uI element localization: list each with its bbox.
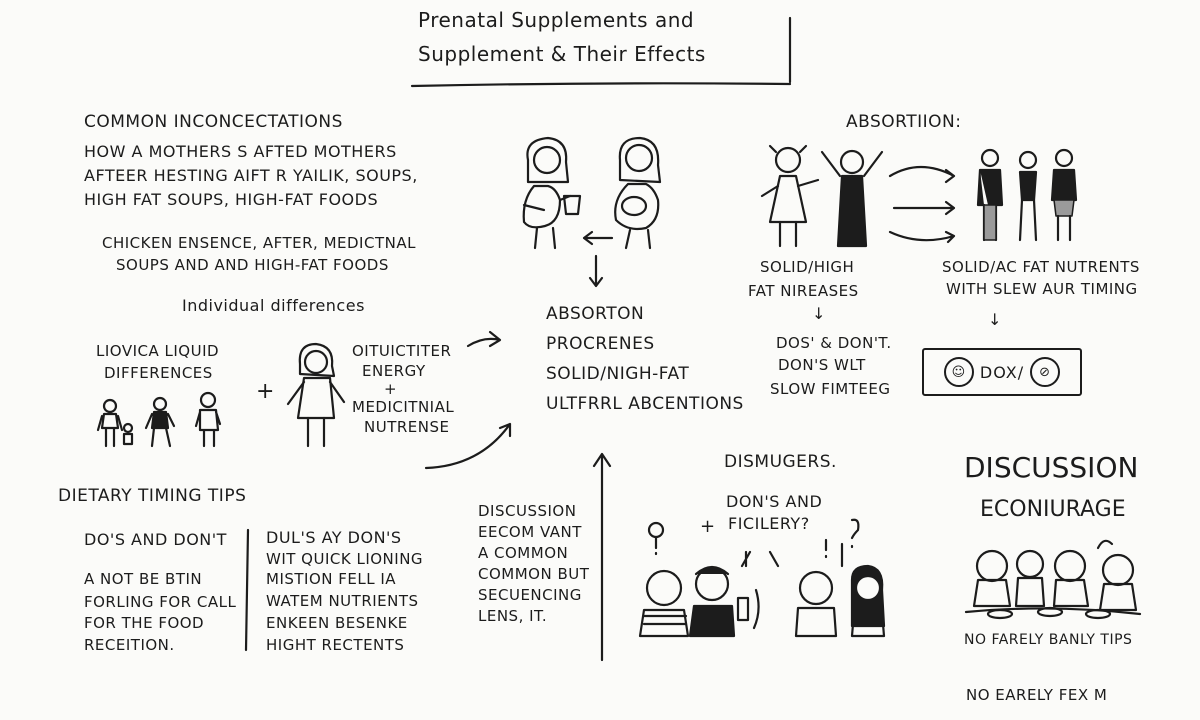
absorption-center-line-2: Procrenes — [546, 334, 655, 354]
absorption-right-right-line-2: with slew aur timing — [946, 280, 1138, 298]
dos-line-1: Dos' & Don't. — [776, 334, 892, 352]
absorption-right-left-line-1: Solid/high — [760, 258, 855, 276]
no-symbol-icon: ⊘ — [1030, 357, 1061, 387]
column-divider — [244, 528, 250, 652]
absorption-center-line-1: Absorton — [546, 304, 645, 324]
discussion-right-subheading: Econiurage — [980, 497, 1126, 522]
absorption-center-line-3: Solid/nigh-fat — [546, 364, 690, 384]
dietary-col2-line-2: wit quick lioning — [266, 550, 424, 568]
person-icon: ☺ — [943, 357, 974, 387]
misconceptions-line-5: soups and and high-fat foods — [116, 256, 389, 274]
dietary-col1-heading: Do's and don't — [84, 530, 227, 549]
discussion-small-line-6: lens, it. — [478, 607, 548, 625]
individual-right-line-2: energy — [362, 362, 426, 380]
dietary-col1-line-3: for the food — [84, 614, 205, 632]
dietary-col1-line-4: receition. — [84, 636, 175, 654]
absorption-right-right-line-1: Solid/ac fat nutrents — [942, 258, 1140, 276]
absorption-right-left-line-2: fat nireases — [748, 282, 859, 300]
dos-line-2: Don's wlt — [778, 356, 866, 374]
arrow-down-icon — [588, 254, 604, 288]
absorption-right-heading: Absortiion: — [846, 112, 962, 132]
individual-right-line-4: nutrense — [364, 418, 450, 436]
discussion-small-line-4: common but — [478, 565, 590, 583]
dietary-col1-line-2: forling for call — [84, 593, 237, 611]
misconceptions-line-3: High fat soups, high-fat foods — [84, 190, 379, 209]
dietary-col2-line-5: enkeen besenke — [266, 614, 408, 632]
individual-plus: + — [256, 379, 275, 404]
dismugers-plus: + — [700, 516, 716, 537]
misconceptions-line-4: Chicken ensence, after, medictnal — [102, 234, 416, 252]
individual-right-plus: + — [384, 380, 398, 398]
title-line-2: Supplement & Their Effects — [418, 42, 706, 66]
absorption-right-left-arrow: ↓ — [812, 304, 826, 323]
discussion-small-line-1: Discussion — [478, 502, 577, 520]
dietary-col1-line-1: A not be btin — [84, 570, 203, 588]
dismugers-line-2: ficilery? — [728, 514, 810, 533]
misconceptions-line-1: How a mothers s afted mothers — [84, 142, 397, 161]
discussion-small-line-2: eecom vant — [478, 523, 582, 541]
dox-badge: ☺ dox/ ⊘ — [922, 348, 1082, 396]
individual-right-line-1: Oituictiter — [352, 342, 452, 360]
discussion-small-line-3: a common — [478, 544, 569, 562]
individual-left-line-2: differences — [104, 364, 213, 382]
two-women-figures-icon — [522, 136, 662, 250]
dietary-col2-line-3: mistion fell ia — [266, 570, 397, 588]
group-figures-icon — [976, 148, 1078, 242]
individual-heading: Individual differences — [182, 296, 365, 315]
title-line-1: Prenatal Supplements and — [418, 8, 695, 32]
people-questioning-icon — [638, 518, 886, 638]
family-figures-icon — [760, 144, 884, 248]
discussion-right-line-1: No farely banly tips — [964, 632, 1133, 648]
discussion-right-line-2: No earely fex m — [966, 686, 1108, 704]
up-arrow-line — [592, 452, 612, 662]
connector-arrows-icon — [888, 166, 956, 244]
discussion-small-line-5: secuencing — [478, 586, 582, 604]
dos-line-3: slow fimteeg — [770, 380, 891, 398]
woman-figure-icon — [286, 342, 346, 448]
misconceptions-heading: Common Inconcectations — [84, 112, 343, 132]
discussion-group-icon — [964, 539, 1142, 620]
dietary-col2-line-6: hight rectents — [266, 636, 405, 654]
individual-right-line-3: medicitnial — [352, 398, 455, 416]
individual-left-line-1: Liovica liquid — [96, 342, 220, 360]
dismugers-line-1: Don's and — [726, 492, 823, 511]
dismugers-heading: Dismugers. — [724, 452, 837, 472]
dietary-heading: Dietary timing tips — [58, 486, 247, 506]
dietary-col2-line-4: watem nutrients — [266, 592, 419, 610]
absorption-center-line-4: ultfrrl abcentions — [546, 394, 744, 414]
misconceptions-line-2: Afteer hesting aift r yailik, soups, — [84, 166, 418, 185]
badge-text: dox/ — [979, 362, 1025, 382]
arrow-right-icon — [466, 330, 502, 348]
absorption-right-right-arrow: ↓ — [988, 310, 1002, 329]
dietary-col2-line-1: Dul's ay don's — [266, 528, 402, 547]
discussion-right-heading: Discussion — [964, 451, 1139, 484]
family-small-figures-icon — [96, 391, 222, 448]
arrow-left-icon — [582, 230, 614, 246]
